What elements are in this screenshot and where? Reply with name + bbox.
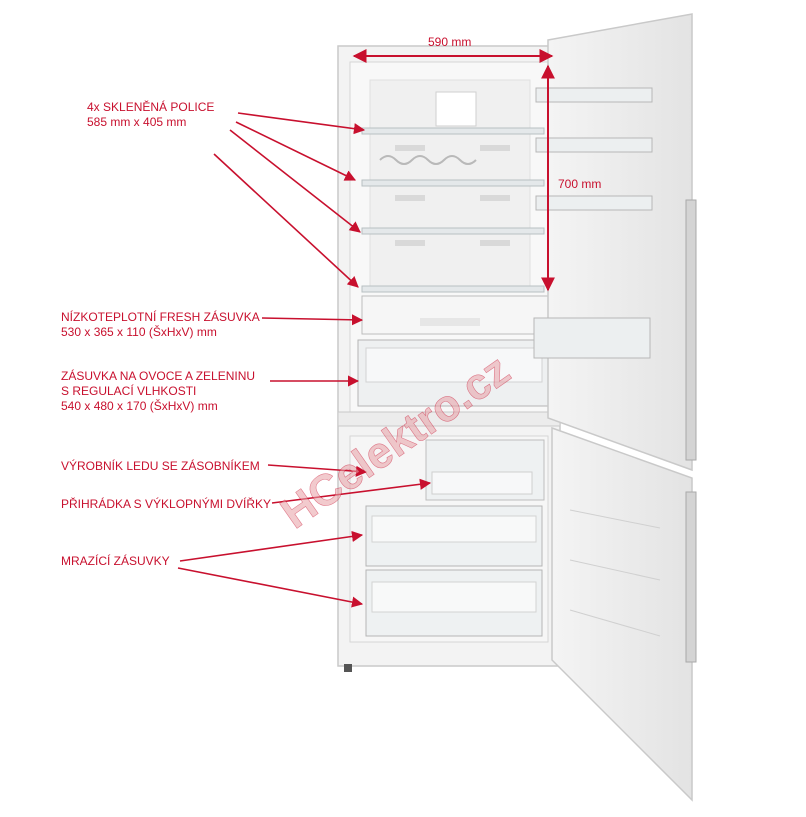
veg-drawer-subtitle: S REGULACÍ VLHKOSTI xyxy=(61,384,197,398)
freezer-drawers-callout: MRAZÍCÍ ZÁSUVKY xyxy=(61,554,170,569)
shelves-size: 585 mm x 405 mm xyxy=(87,115,187,129)
upper-door xyxy=(533,13,697,472)
vegetable-drawer xyxy=(357,339,551,407)
veg-drawer-title: ZÁSUVKA NA OVOCE A ZELENINU xyxy=(61,369,256,383)
shelves-callout: 4x SKLENĚNÁ POLICE 585 mm x 405 mm xyxy=(87,100,214,130)
veg-drawer-size: 540 x 480 x 170 (ŠxHxV) mm xyxy=(61,399,218,413)
freezer-drawers-title: MRAZÍCÍ ZÁSUVKY xyxy=(61,554,170,568)
fresh-drawer-callout: NÍZKOTEPLOTNÍ FRESH ZÁSUVKA 530 x 365 x … xyxy=(61,310,260,340)
callout-arrows xyxy=(177,112,432,608)
freezer-drawers xyxy=(365,505,543,637)
ice-maker xyxy=(425,439,545,501)
fridge-cabinet xyxy=(337,45,561,672)
ice-maker-title: VÝROBNÍK LEDU SE ZÁSOBNÍKEM xyxy=(61,459,260,473)
glass-shelves xyxy=(361,127,545,293)
height-dimension-label: 700 mm xyxy=(558,177,602,191)
ice-maker-callout: VÝROBNÍK LEDU SE ZÁSOBNÍKEM xyxy=(61,459,260,474)
veg-drawer-callout: ZÁSUVKA NA OVOCE A ZELENINU S REGULACÍ V… xyxy=(61,369,255,414)
fresh-drawer xyxy=(361,295,549,335)
fresh-drawer-size: 530 x 365 x 110 (ŠxHxV) mm xyxy=(61,325,217,339)
width-dimension-label: 590 mm xyxy=(428,35,472,49)
flap-compartment-callout: PŘIHRÁDKA S VÝKLOPNÝMI DVÍŘKY xyxy=(61,497,271,512)
flap-compartment-title: PŘIHRÁDKA S VÝKLOPNÝMI DVÍŘKY xyxy=(61,497,272,511)
lower-door xyxy=(551,426,697,802)
shelves-title: 4x SKLENĚNÁ POLICE xyxy=(87,100,215,114)
dimension-lines xyxy=(352,49,555,292)
fresh-drawer-title: NÍZKOTEPLOTNÍ FRESH ZÁSUVKA xyxy=(61,310,260,324)
